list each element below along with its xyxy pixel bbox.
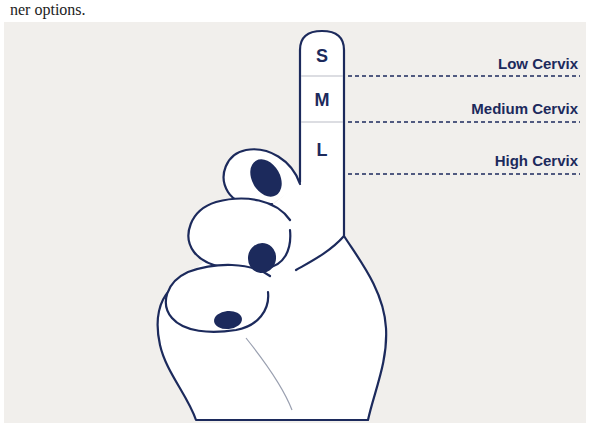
curled-finger (224, 149, 300, 204)
fingernail (244, 154, 288, 203)
dashed-leader (348, 121, 580, 122)
finger-crease (301, 75, 343, 76)
page-text-fragment: ner options. (10, 1, 86, 19)
cervix-label: Low Cervix (498, 55, 578, 72)
hand-outline (158, 31, 387, 420)
size-letter: S (316, 46, 328, 67)
size-letter: L (317, 140, 328, 161)
thumb-line (296, 236, 344, 270)
panel-ground (4, 22, 586, 423)
palm-crease (246, 338, 292, 410)
fingernail (213, 310, 242, 330)
curled-finger (166, 265, 270, 332)
cervix-label: High Cervix (495, 152, 578, 169)
dashed-leader (348, 75, 580, 76)
cervix-label: Medium Cervix (471, 100, 578, 117)
dashed-leader (348, 173, 580, 174)
size-letter: M (315, 90, 330, 111)
finger-crease (301, 121, 343, 122)
fingernail (246, 241, 279, 275)
